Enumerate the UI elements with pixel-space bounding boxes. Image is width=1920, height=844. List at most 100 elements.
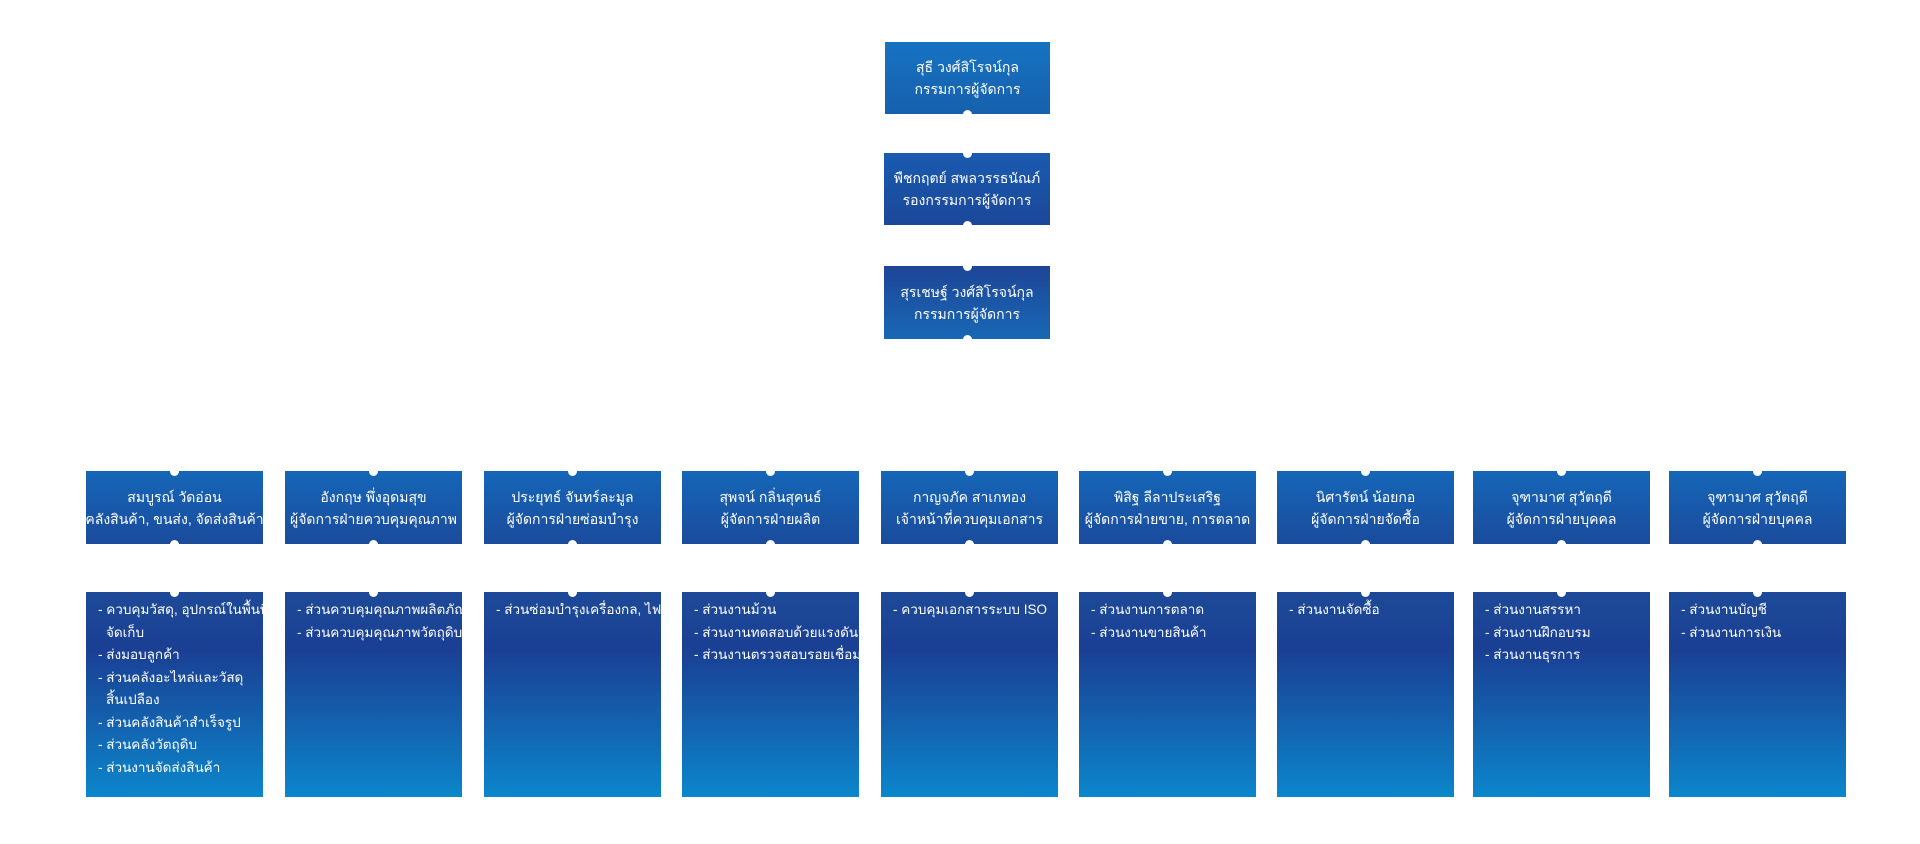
section-item: - ส่วนงานการตลาด bbox=[1091, 599, 1252, 622]
section-item-text: - ส่วนงานบัญชี bbox=[1681, 602, 1767, 617]
department-sections-box[interactable]: - ส่วนงานม้วน - ส่วนงานทดสอบด้วยแรงดันน้ำ… bbox=[682, 592, 859, 797]
executive-box[interactable]: สุรเชษฐ์ วงศ์สิโรจน์กุลกรรมการผู้จัดการ bbox=[884, 266, 1050, 339]
connector-dot bbox=[170, 466, 179, 476]
connector-dot bbox=[962, 334, 972, 344]
executive-box[interactable]: สุธี วงศ์สิโรจน์กุลกรรมการผู้จัดการ bbox=[885, 42, 1050, 114]
connector-dot bbox=[963, 109, 972, 119]
department-sections-box[interactable]: - ส่วนงานบัญชี - ส่วนงานการเงิน bbox=[1669, 592, 1846, 797]
department-sections-box[interactable]: - ควบคุมวัสดุ, อุปกรณ์ในพื้นที่จัดเก็บ - … bbox=[86, 592, 263, 797]
connector-dot bbox=[1361, 539, 1370, 549]
section-item: - ส่วนงานตรวจสอบรอยเชื่อม bbox=[694, 644, 859, 667]
department-head-name: จุฑามาศ สุวัตฤดี bbox=[1707, 488, 1808, 505]
section-item: - ควบคุมเอกสารระบบ ISO bbox=[893, 599, 1054, 622]
section-item: - ส่วนคลังสินค้าสำเร็จรูป bbox=[98, 712, 259, 735]
department-head-name: สุพจน์ กลิ่นสุคนธ์ bbox=[719, 488, 822, 505]
department-head-name: จุฑามาศ สุวัตฤดี bbox=[1511, 488, 1612, 505]
section-item-continuation: จัดเก็บ bbox=[106, 624, 145, 640]
department-head-title: ผู้จัดการฝ่ายบุคคล bbox=[1702, 510, 1813, 527]
department-head-name: สมบูรณ์ วัดอ่อน bbox=[127, 488, 222, 505]
connector-dot bbox=[170, 539, 179, 549]
department-head-name: ประยุทธ์ จันทร์ละมูล bbox=[511, 488, 634, 505]
section-item-text: - ส่วนงานจัดซื้อ bbox=[1289, 602, 1380, 617]
section-item: - ส่วนงานการเงิน bbox=[1681, 622, 1842, 645]
connector-dot bbox=[1361, 466, 1370, 476]
department-head-title: เจ้าหน้าที่ควบคุมเอกสาร bbox=[895, 510, 1044, 527]
department-head-box[interactable]: สมบูรณ์ วัดอ่อนคลังสินค้า, ขนส่ง, จัดส่ง… bbox=[85, 471, 264, 544]
department-sections-box[interactable]: - ส่วนงานจัดซื้อ bbox=[1277, 592, 1454, 797]
section-item-text: - ส่วนควบคุมคุณภาพผลิตภัณฑ์ bbox=[297, 602, 462, 617]
connector-dot bbox=[962, 220, 972, 230]
connector-dot bbox=[1557, 466, 1566, 476]
section-item: - ส่วนงานจัดส่งสินค้า bbox=[98, 757, 259, 780]
executive-name: สุรเชษฐ์ วงศ์สิโรจน์กุล bbox=[900, 283, 1034, 300]
section-item: - ส่วนควบคุมคุณภาพวัตถุดิบ bbox=[297, 622, 462, 645]
section-item: - ส่วนซ่อมบำรุงเครื่องกล, ไฟฟ้า bbox=[496, 599, 661, 622]
section-item-text: - ส่วนงานสรรหา bbox=[1485, 602, 1581, 617]
section-item-text: - ควบคุมเอกสารระบบ ISO bbox=[893, 602, 1047, 617]
section-item-text: - ส่วนงานตรวจสอบรอยเชื่อม bbox=[694, 647, 859, 662]
section-item-text: - ส่วนงานขายสินค้า bbox=[1091, 624, 1207, 640]
connector-dot bbox=[1753, 539, 1762, 549]
department-head-box[interactable]: ประยุทธ์ จันทร์ละมูลผู้จัดการฝ่ายซ่อมบำร… bbox=[484, 471, 661, 544]
connector-dot bbox=[1557, 539, 1566, 549]
connector-dot bbox=[1753, 587, 1762, 597]
section-item-text: - ส่วนงานจัดส่งสินค้า bbox=[98, 759, 221, 775]
section-item-text: - ส่วนงานธุรการ bbox=[1485, 647, 1581, 662]
section-item: - ส่วนคลังอะไหล่และวัสดุสิ้นเปลือง bbox=[98, 667, 259, 712]
executive-title: กรรมการผู้จัดการ bbox=[914, 305, 1020, 322]
section-item-text: - ส่วนคลังวัตถุดิบ bbox=[98, 737, 198, 752]
department-head-title: ผู้จัดการฝ่ายควบคุมคุณภาพ bbox=[289, 510, 457, 527]
executive-box[interactable]: พืชกฤตย์ สพลวรรธนัณภ์รองกรรมการผู้จัดการ bbox=[884, 153, 1050, 225]
connector-dot bbox=[1753, 466, 1762, 476]
section-item: - ส่วนงานบัญชี bbox=[1681, 599, 1842, 622]
connector-dot bbox=[369, 466, 378, 476]
section-item-text: - ส่วนซ่อมบำรุงเครื่องกล, ไฟฟ้า bbox=[496, 602, 661, 617]
department-head-box[interactable]: พิสิฐ ลีลาประเสริฐผู้จัดการฝ่ายขาย, การต… bbox=[1079, 471, 1256, 544]
section-item-text: - ส่วนงานการตลาด bbox=[1091, 602, 1205, 617]
connector-dot bbox=[170, 587, 179, 597]
department-head-box[interactable]: สุพจน์ กลิ่นสุคนธ์ผู้จัดการฝ่ายผลิต bbox=[682, 471, 859, 544]
section-item-text: - ควบคุมวัสดุ, อุปกรณ์ในพื้นที่ bbox=[98, 602, 263, 617]
section-item-continuation: สิ้นเปลือง bbox=[106, 692, 160, 707]
connector-dot bbox=[568, 539, 577, 549]
department-head-name: อังกฤษ พึ่งอุดมสุข bbox=[320, 488, 427, 505]
connector-dot bbox=[1557, 587, 1566, 597]
department-sections-box[interactable]: - ส่วนงานการตลาด - ส่วนงานขายสินค้า bbox=[1079, 592, 1256, 797]
connector-dot bbox=[965, 539, 974, 549]
section-item-text: - ส่วนงานทดสอบด้วยแรงดันน้ำ bbox=[694, 624, 859, 640]
department-sections-box[interactable]: - ส่วนงานสรรหา - ส่วนงานฝึกอบรม - ส่วนงานธ… bbox=[1473, 592, 1650, 797]
section-item: - ส่งมอบลูกค้า bbox=[98, 644, 259, 667]
section-item-text: - ส่วนคลังสินค้าสำเร็จรูป bbox=[98, 714, 241, 730]
department-head-title: คลังสินค้า, ขนส่ง, จัดส่งสินค้า bbox=[85, 510, 264, 527]
department-head-box[interactable]: กาญจภัค สาเกทองเจ้าหน้าที่ควบคุมเอกสาร bbox=[881, 471, 1058, 544]
executive-title: รองกรรมการผู้จัดการ bbox=[902, 192, 1032, 208]
section-item: - ส่วนงานฝึกอบรม bbox=[1485, 622, 1646, 645]
section-item: - ส่วนงานม้วน bbox=[694, 599, 855, 622]
connector-dot bbox=[1163, 466, 1172, 476]
connector-dot bbox=[369, 587, 378, 597]
executive-name: พืชกฤตย์ สพลวรรธนัณภ์ bbox=[893, 170, 1041, 186]
department-sections-box[interactable]: - ส่วนซ่อมบำรุงเครื่องกล, ไฟฟ้า bbox=[484, 592, 661, 797]
section-item: - ส่วนควบคุมคุณภาพผลิตภัณฑ์ bbox=[297, 599, 462, 622]
connector-dot bbox=[962, 148, 972, 158]
department-head-box[interactable]: อังกฤษ พึ่งอุดมสุขผู้จัดการฝ่ายควบคุมคุณ… bbox=[285, 471, 462, 544]
connector-dot bbox=[1361, 587, 1370, 597]
department-head-box[interactable]: นิศารัตน์ น้อยกอผู้จัดการฝ่ายจัดซื้อ bbox=[1277, 471, 1454, 544]
connector-dot bbox=[766, 466, 775, 476]
section-item: - ส่วนงานธุรการ bbox=[1485, 644, 1646, 667]
section-item-text: - ส่วนงานม้วน bbox=[694, 602, 777, 617]
section-item-text: - ส่วนงานฝึกอบรม bbox=[1485, 624, 1591, 640]
section-item: - ส่วนงานทดสอบด้วยแรงดันน้ำ bbox=[694, 622, 859, 645]
department-head-box[interactable]: จุฑามาศ สุวัตฤดีผู้จัดการฝ่ายบุคคล bbox=[1473, 471, 1650, 544]
connector-dot bbox=[369, 539, 378, 549]
connector-dot bbox=[965, 587, 974, 597]
department-head-title: ผู้จัดการฝ่ายซ่อมบำรุง bbox=[506, 510, 639, 527]
department-head-title: ผู้จัดการฝ่ายขาย, การตลาด bbox=[1084, 510, 1251, 527]
connector-dot bbox=[962, 261, 972, 271]
department-head-box[interactable]: จุฑามาศ สุวัตฤดีผู้จัดการฝ่ายบุคคล bbox=[1669, 471, 1846, 544]
department-sections-box[interactable]: - ควบคุมเอกสารระบบ ISO bbox=[881, 592, 1058, 797]
connector-dot bbox=[568, 587, 577, 597]
department-sections-box[interactable]: - ส่วนควบคุมคุณภาพผลิตภัณฑ์ - ส่วนควบคุมค… bbox=[285, 592, 462, 797]
department-head-title: ผู้จัดการฝ่ายจัดซื้อ bbox=[1311, 510, 1420, 527]
section-item: - ส่วนงานขายสินค้า bbox=[1091, 622, 1252, 645]
